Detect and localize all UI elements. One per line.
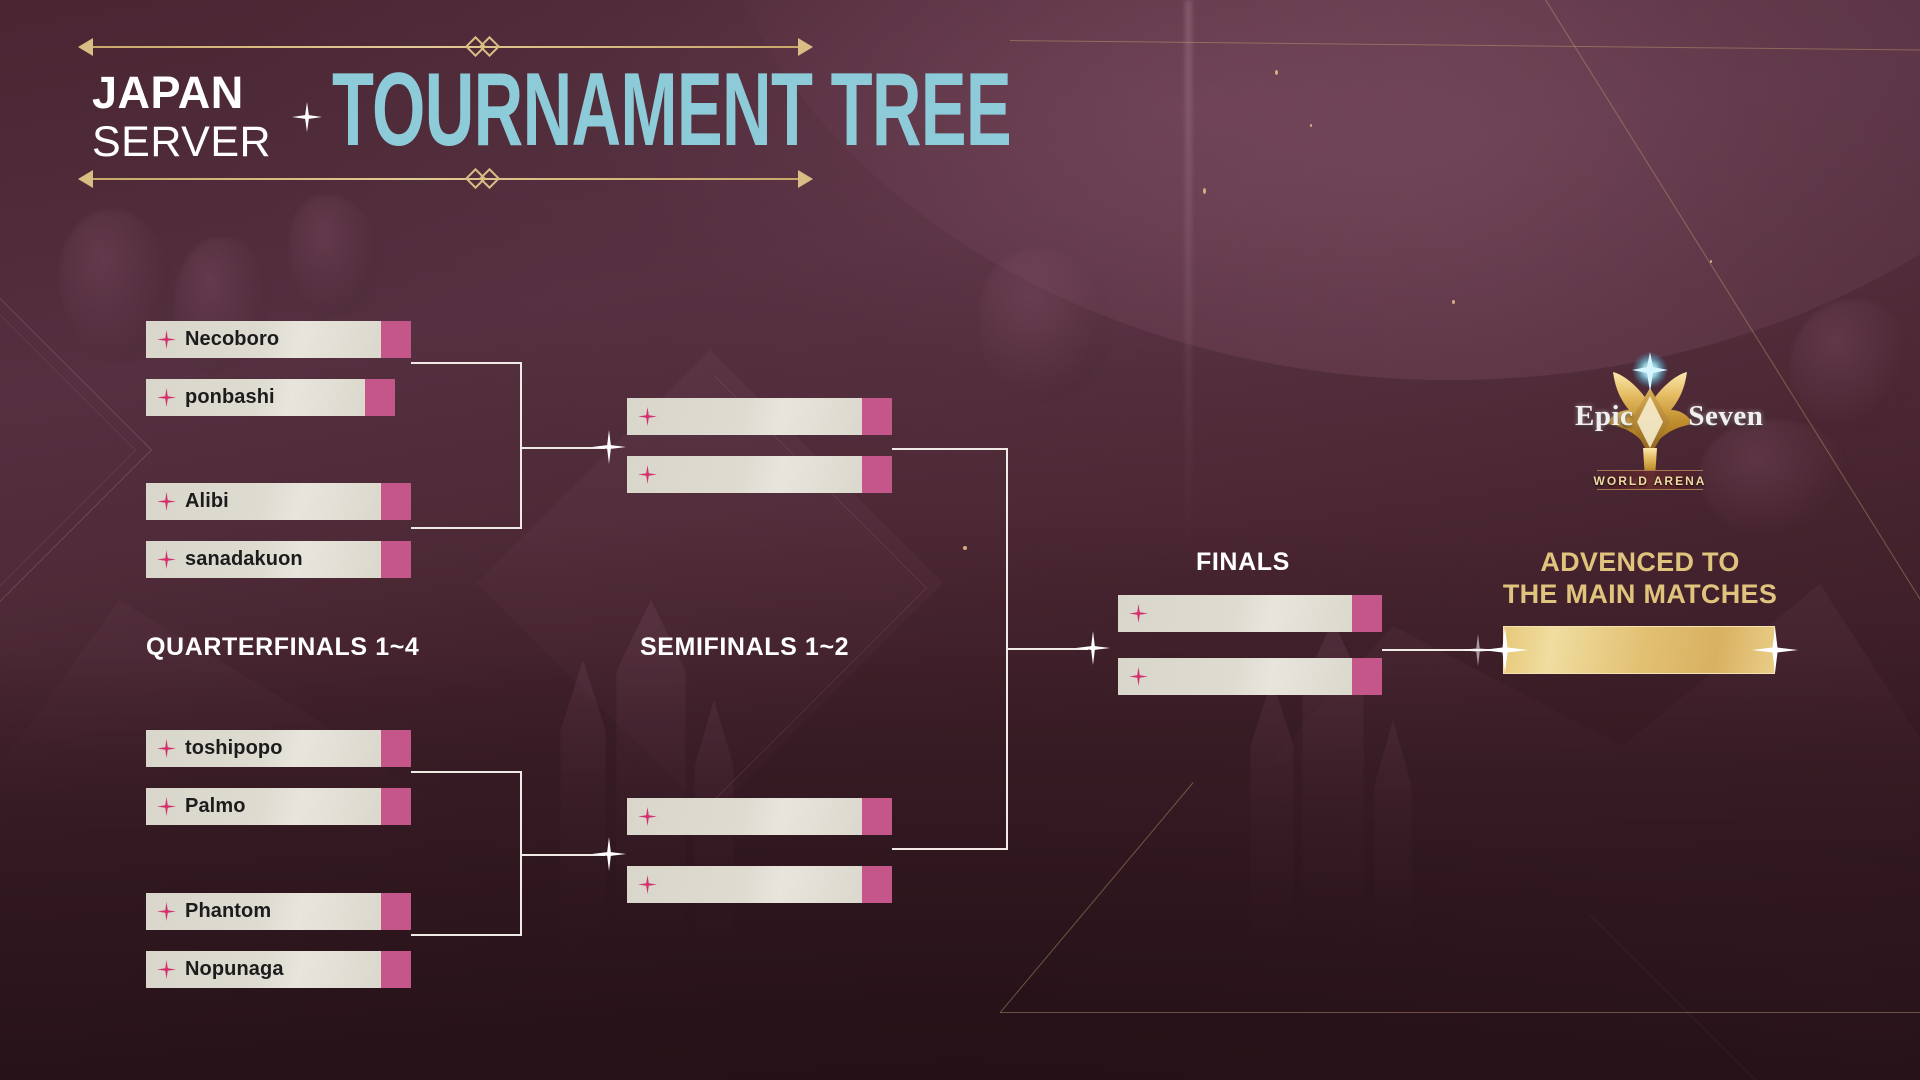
server-label: JAPAN SERVER [92,70,271,164]
bracket-slot[interactable]: ponbashi [146,379,395,416]
player-name: ponbashi [185,386,275,408]
junction-star-icon [592,430,626,464]
advance-line-1: ADVENCED TO [1540,547,1740,577]
winner-left-sparkle-secondary-icon [1462,634,1494,666]
bracket-slot[interactable] [627,866,892,903]
player-name: sanadakuon [185,548,303,570]
slot-star-icon [638,807,657,826]
slot-star-icon [157,492,176,511]
slot-star-icon [157,739,176,758]
bracket-connector [520,854,605,856]
background-rock [1700,420,1850,540]
slot-star-icon [638,465,657,484]
round-label-semifinals: SEMIFINALS 1~2 [640,633,850,661]
slot-star-icon [157,902,176,921]
bracket-connector [411,362,521,364]
background-spark [963,546,967,550]
background-light-beam [1185,0,1192,560]
slot-star-icon [157,330,176,349]
slot-star-icon [638,407,657,426]
header-cap-icon [798,170,813,188]
background-spark [1203,188,1206,194]
player-name: Palmo [185,795,246,817]
player-name: Alibi [185,490,229,512]
header-cap-icon [78,170,93,188]
advance-text: ADVENCED TO THE MAIN MATCHES [1490,546,1790,611]
bracket-slot[interactable]: sanadakuon [146,541,411,578]
header-star-icon [292,102,322,132]
slot-star-icon [157,388,176,407]
winner-right-sparkle-icon [1752,627,1798,673]
page-title: TOURNAMENT TREE [332,52,1012,168]
bracket-slot[interactable]: Palmo [146,788,411,825]
logo-subtitle: WORLD ARENA [1593,474,1707,488]
background-spark [1310,124,1312,127]
server-sub: SERVER [92,118,272,166]
bracket-slot[interactable] [1118,595,1382,632]
bracket-connector [520,447,605,449]
server-name: JAPAN [92,67,244,118]
header-rule-bottom [92,178,798,180]
player-name: Phantom [185,900,272,922]
background-ground-haze [0,650,1920,1080]
junction-star-icon [1076,631,1110,665]
trophy-crest-icon [1607,352,1693,490]
bracket-slot[interactable]: Alibi [146,483,411,520]
header-cap-icon [798,38,813,56]
slot-star-icon [638,875,657,894]
bracket-connector [520,362,522,529]
slot-star-icon [1129,667,1148,686]
header-diamond-icon [478,167,501,190]
bracket-connector [1382,649,1502,651]
background-spark [1710,260,1712,263]
background-rock [1790,300,1910,430]
bracket-connector [892,848,1007,850]
slot-star-icon [157,797,176,816]
bracket-slot[interactable]: Phantom [146,893,411,930]
winner-slot[interactable] [1503,626,1775,674]
bracket-connector [892,448,1007,450]
junction-star-icon [592,837,626,871]
bracket-slot[interactable]: toshipopo [146,730,411,767]
page-header: JAPAN SERVER TOURNAMENT TREE [70,30,1012,195]
player-name: toshipopo [185,737,283,759]
round-label-quarterfinals: QUARTERFINALS 1~4 [146,633,420,661]
bracket-connector [520,771,522,936]
bracket-connector [411,527,521,529]
logo-subtitle-plate [1597,470,1703,490]
background-spark [1275,70,1278,75]
bracket-slot[interactable]: Nopunaga [146,951,411,988]
slot-star-icon [157,550,176,569]
background-spark [1452,300,1455,304]
slot-star-icon [157,960,176,979]
background-gold-line [1000,1012,1920,1013]
bracket-slot[interactable] [627,398,892,435]
slot-star-icon [1129,604,1148,623]
logo-brand-right: Seven [1688,400,1764,432]
bracket-connector [1006,648,1088,650]
logo-brand-left: Epic [1575,400,1634,432]
player-name: Nopunaga [185,958,284,980]
round-label-finals: FINALS [1196,548,1290,576]
bracket-slot[interactable] [1118,658,1382,695]
bracket-slot[interactable] [627,456,892,493]
background-rock [980,250,1110,400]
background-rock [290,196,378,314]
header-cap-icon [78,38,93,56]
advance-line-2: THE MAIN MATCHES [1502,579,1778,610]
bracket-slot[interactable]: Necoboro [146,321,411,358]
winner-left-sparkle-icon [1482,627,1528,673]
epic-seven-logo: Epic7Seven WORLD ARENA [1575,352,1763,502]
bracket-connector [411,934,521,936]
bracket-slot[interactable] [627,798,892,835]
logo-wordmark: Epic7Seven [1575,400,1763,433]
player-name: Necoboro [185,328,280,350]
header-rule-top [92,46,798,48]
bracket-connector [411,771,521,773]
